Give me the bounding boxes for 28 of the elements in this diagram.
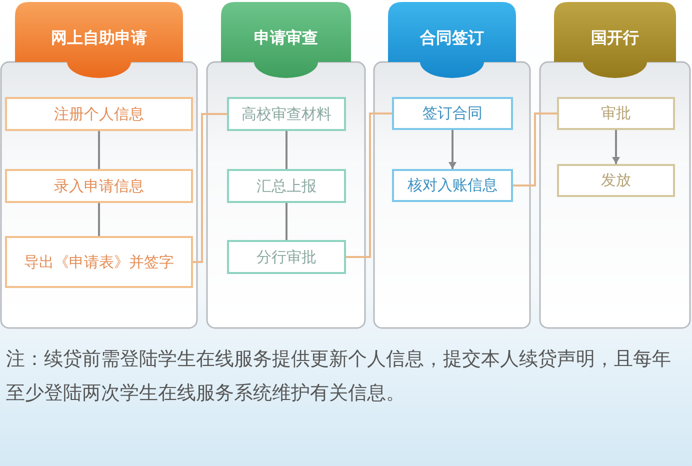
column-header: 申请审查 xyxy=(221,2,351,80)
step-box: 审批 xyxy=(557,97,675,130)
step-box: 注册个人信息 xyxy=(5,97,193,131)
step-box: 录入申请信息 xyxy=(5,169,193,203)
step-box: 核对入账信息 xyxy=(392,169,513,202)
column-panel xyxy=(206,0,366,330)
column-header: 合同签订 xyxy=(388,2,516,80)
arrow xyxy=(612,130,620,164)
connector-line xyxy=(346,112,392,258)
step-box: 分行审批 xyxy=(227,240,346,274)
column-header: 网上自助申请 xyxy=(15,2,183,80)
column-panel xyxy=(373,0,531,330)
note-text: 注：续贷前需登陆学生在线服务提供更新个人信息，提交本人续贷声明，且每年至少登陆两次学生在线服务系统维护有关信息。 xyxy=(6,347,672,406)
connector-line xyxy=(193,113,227,263)
connector-line xyxy=(513,112,557,186)
connector-line xyxy=(286,131,288,169)
column-header: 国开行 xyxy=(554,2,676,80)
connector-line xyxy=(98,131,100,169)
step-box: 高校审查材料 xyxy=(227,97,346,131)
arrow xyxy=(448,130,456,169)
connector-line xyxy=(286,203,288,240)
step-box: 发放 xyxy=(557,164,675,197)
step-box: 汇总上报 xyxy=(227,169,346,203)
connector-line xyxy=(98,203,100,236)
step-box: 导出《申请表》并签字 xyxy=(5,236,193,288)
step-box: 签订合同 xyxy=(392,97,513,130)
column-panel xyxy=(0,0,198,330)
column-panel xyxy=(539,0,691,330)
